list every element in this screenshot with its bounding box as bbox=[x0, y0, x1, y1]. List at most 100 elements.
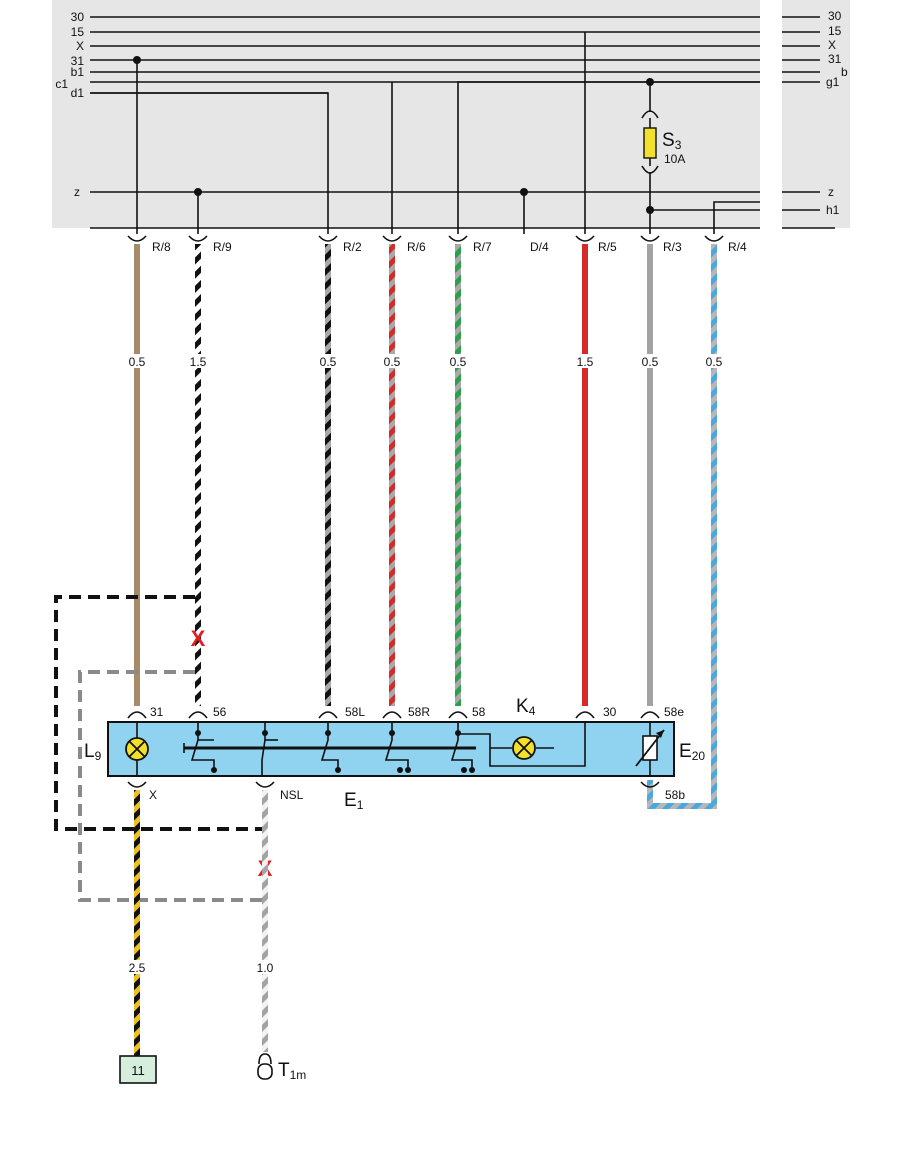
bus-label-b1: b1 bbox=[71, 65, 85, 79]
bus-label-31: 31 bbox=[71, 54, 85, 68]
bus-label-30-r: 30 bbox=[828, 9, 842, 23]
label-t1m: T1m bbox=[278, 1060, 306, 1082]
fuse-s3: S3 10A bbox=[641, 110, 685, 174]
svg-text:R/7: R/7 bbox=[473, 240, 492, 254]
gauge-x: 2.5 bbox=[129, 961, 146, 975]
wire-r3-grey bbox=[647, 244, 653, 706]
ground-point-box bbox=[119, 1055, 157, 1084]
svg-text:30: 30 bbox=[603, 705, 617, 719]
bus-label-z: z bbox=[74, 185, 80, 199]
bus-label-d1: d1 bbox=[71, 86, 85, 100]
bus-label-15-r: 15 bbox=[828, 24, 842, 38]
label-k4: K4 bbox=[516, 696, 536, 718]
module-pins-bottom: X NSL 58b bbox=[127, 781, 685, 802]
svg-text:R/2: R/2 bbox=[343, 240, 362, 254]
wire-x-black-yellow bbox=[134, 790, 140, 1056]
bus-label-g1-r: g1 bbox=[826, 75, 840, 89]
connector-r9: R/9 bbox=[188, 235, 232, 254]
svg-text:NSL: NSL bbox=[280, 788, 304, 802]
pin-31: 31 bbox=[127, 705, 164, 719]
pin-58e: 58e bbox=[640, 705, 684, 719]
bus-label-15: 15 bbox=[71, 25, 85, 39]
switch-mechanism bbox=[136, 722, 651, 776]
pin-nsl: NSL bbox=[255, 781, 304, 802]
svg-text:58R: 58R bbox=[408, 705, 430, 719]
bus-label-31-r: 31 bbox=[828, 52, 842, 66]
svg-text:58b: 58b bbox=[665, 788, 685, 802]
wire-r4-blue-grey bbox=[711, 244, 717, 809]
gauge-r3: 0.5 bbox=[642, 355, 659, 369]
label-e20: E20 bbox=[679, 741, 705, 763]
pin-30: 30 bbox=[575, 705, 617, 719]
bulb-icon-k4 bbox=[512, 736, 536, 760]
wire-r7-green-grey bbox=[455, 244, 461, 706]
svg-text:R/3: R/3 bbox=[663, 240, 682, 254]
fuse-name: S bbox=[662, 130, 675, 151]
wire-r9-black-white bbox=[195, 244, 201, 706]
bus-label-z-r: z bbox=[828, 185, 834, 199]
module-pins-top: 31 56 58L 58R 58 30 58e bbox=[127, 705, 684, 719]
gauge-r6: 0.5 bbox=[384, 355, 401, 369]
bulb-icon-l9 bbox=[125, 737, 149, 761]
bus-label-h1-r: h1 bbox=[826, 203, 840, 217]
svg-text:56: 56 bbox=[213, 705, 227, 719]
gauge-r2: 0.5 bbox=[320, 355, 337, 369]
connector-r5: R/5 bbox=[575, 235, 617, 254]
fuse-rating: 10A bbox=[664, 152, 685, 166]
internal-drops bbox=[90, 32, 760, 234]
switch-contacts bbox=[195, 730, 475, 773]
connector-d4: D/4 bbox=[530, 240, 549, 254]
connector-r8: R/8 bbox=[127, 235, 171, 254]
bus-labels-right: 30 15 X 31 b g1 z h1 bbox=[826, 9, 848, 217]
svg-text:S3: S3 bbox=[662, 130, 682, 152]
bus-labels-left: 30 15 X 31 b1 c1 d1 z bbox=[55, 10, 84, 199]
label-l9: L9 bbox=[84, 741, 102, 763]
wire-r6-red-grey bbox=[389, 244, 395, 706]
wire-58b-blue-grey bbox=[647, 803, 717, 809]
pin-58r: 58R bbox=[382, 705, 430, 719]
svg-text:R/9: R/9 bbox=[213, 240, 232, 254]
ground-point-label: 11 bbox=[131, 1063, 145, 1078]
wire-r8-brown bbox=[134, 244, 140, 706]
gauge-labels: 0.5 1.5 0.5 0.5 0.5 1.5 0.5 0.5 bbox=[126, 354, 725, 369]
svg-text:R/8: R/8 bbox=[152, 240, 171, 254]
connector-r6: R/6 bbox=[382, 235, 426, 254]
svg-text:58: 58 bbox=[472, 705, 486, 719]
svg-text:R/6: R/6 bbox=[407, 240, 426, 254]
pin-58b: 58b bbox=[640, 781, 685, 802]
bus-label-30: 30 bbox=[71, 10, 85, 24]
label-e1: E1 bbox=[344, 790, 364, 812]
svg-text:58e: 58e bbox=[664, 705, 684, 719]
connector-t1m-icon bbox=[257, 1053, 273, 1080]
gauge-r7: 0.5 bbox=[450, 355, 467, 369]
connector-r4: R/4 bbox=[704, 235, 747, 254]
gauge-r5: 1.5 bbox=[577, 355, 594, 369]
gauge-r8: 0.5 bbox=[129, 355, 146, 369]
svg-text:R/5: R/5 bbox=[598, 240, 617, 254]
panel-gap bbox=[760, 0, 782, 236]
bus-label-x-r: X bbox=[828, 38, 836, 52]
pin-56: 56 bbox=[188, 705, 227, 719]
bus-label-x: X bbox=[76, 39, 84, 53]
pin-58l: 58L bbox=[318, 705, 365, 719]
wire-nsl-grey-white bbox=[262, 790, 268, 1052]
bus-label-b-r: b bbox=[841, 65, 848, 79]
dashed-path-black bbox=[54, 595, 265, 831]
pin-x: X bbox=[127, 781, 157, 802]
connector-r7: R/7 bbox=[448, 235, 492, 254]
connector-r2: R/2 bbox=[318, 235, 362, 254]
wire-r2-black-grey bbox=[325, 244, 331, 706]
connector-r3: R/3 bbox=[640, 235, 682, 254]
svg-text:X: X bbox=[149, 788, 157, 802]
svg-text:58L: 58L bbox=[345, 705, 365, 719]
fuse-index: 3 bbox=[675, 138, 682, 152]
gauge-nsl: 1.0 bbox=[257, 961, 274, 975]
bus-label-c1: c1 bbox=[55, 77, 68, 91]
pin-58: 58 bbox=[448, 705, 486, 719]
svg-text:R/4: R/4 bbox=[728, 240, 747, 254]
svg-text:31: 31 bbox=[150, 705, 164, 719]
junction-dots bbox=[133, 56, 654, 214]
dashed-path-grey bbox=[78, 670, 262, 902]
central-electrics-panel bbox=[52, 0, 850, 228]
